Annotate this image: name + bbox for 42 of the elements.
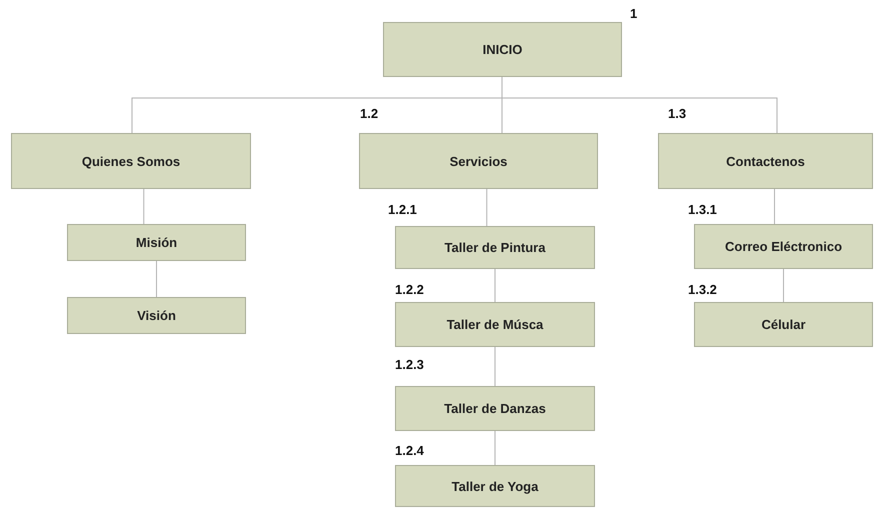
menu-box	[395, 465, 595, 507]
outline-number: 1.2	[360, 106, 378, 122]
box-label: Correo Eléctronico	[724, 238, 842, 255]
box-label: Visión	[137, 307, 176, 324]
menu-box	[395, 302, 595, 347]
menu-box	[658, 133, 873, 189]
connector-line	[774, 188, 775, 224]
box-label: Taller de Danzas	[444, 400, 546, 417]
connector-line	[143, 188, 144, 224]
menu-box	[395, 386, 595, 431]
menu-box	[383, 22, 622, 77]
box-label: Misión	[136, 234, 178, 251]
box-label: Contactenos	[726, 152, 805, 170]
outline-number: 1.2.1	[388, 202, 417, 218]
connector-line	[486, 188, 488, 226]
outline-number: 1.3	[668, 106, 686, 122]
outline-number: 1.2.4	[395, 443, 424, 459]
connector-line	[783, 268, 784, 302]
menu-box	[694, 224, 873, 269]
outline-number: 1.3.1	[688, 202, 717, 218]
connector-line	[494, 268, 496, 302]
box-label: INICIO	[482, 41, 522, 58]
menu-box	[67, 224, 246, 261]
connector-line	[494, 430, 496, 466]
box-label: Taller de Yoga	[452, 478, 538, 494]
menu-box	[395, 226, 595, 269]
menu-box	[694, 302, 873, 347]
outline-number: 1.3.2	[688, 282, 717, 298]
box-label: Taller de Pintura	[444, 239, 546, 256]
box-label: Célular	[761, 316, 806, 333]
outline-number: 1.2.2	[395, 282, 424, 298]
box-label: Taller de Músca	[446, 316, 544, 333]
connector-line	[502, 76, 778, 134]
connector-line	[156, 260, 157, 298]
menu-box	[359, 133, 598, 189]
outline-number: 1	[630, 6, 638, 22]
outline-number: 1.2.3	[395, 357, 424, 373]
menu-box	[67, 297, 246, 334]
box-label: Servicios	[450, 152, 508, 170]
box-label: Quienes Somos	[82, 152, 180, 170]
menu-box	[11, 133, 251, 189]
connector-line	[494, 346, 496, 386]
